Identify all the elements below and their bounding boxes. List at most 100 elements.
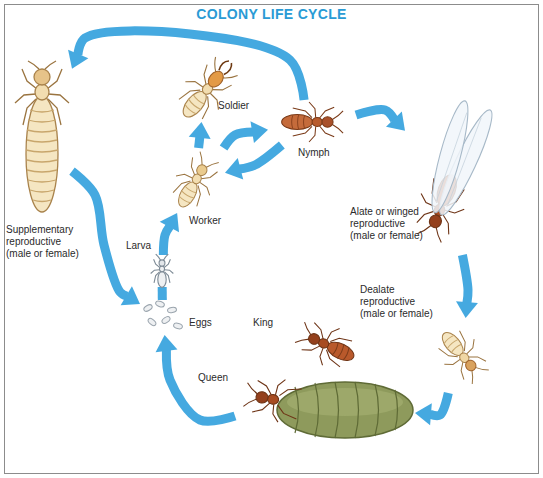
worker-figure [164,147,226,216]
nymph-figure-part [322,117,333,127]
arrow-shaft [72,171,127,296]
arrow-shaft [462,255,468,303]
alate-figure [407,97,500,247]
soldier-figure [168,48,246,130]
nymph-figure [282,102,343,142]
cycle-arrow [68,31,304,100]
queen-figure-part-part [267,394,280,405]
arrow-shaft [78,31,304,100]
arrow-shaft [224,132,254,148]
stage-label: Eggs [189,317,212,329]
eggs-figure-part [167,307,177,314]
arrow-head [250,121,268,143]
nymph-figure-part [292,115,305,130]
cycle-arrow [72,171,140,305]
frame [5,5,539,474]
stage-label: Dealate reproductive (male or female) [360,284,438,320]
dealate-figure [429,321,495,390]
eggs-figure-part [155,300,165,308]
worker-figure-part [195,163,209,177]
supplementary-reproductive-figure-part [26,110,58,202]
king-figure-part [299,318,354,372]
arrow-head [386,112,405,131]
soldier-figure-part [174,61,236,123]
worker-figure-part [168,155,222,209]
queen-figure-part [277,382,413,438]
larva-figure [151,254,174,287]
cycle-arrow [160,213,179,255]
stage-figure-node: Soldier [165,58,245,122]
stage-figure-node: Dealate reproductive (male or female) [425,318,500,393]
soldier-figure-part [184,94,205,115]
king-figure-part [325,339,357,365]
arrow-shaft [430,393,448,416]
eggs-figure-part [161,315,171,324]
arrow-head [456,301,478,318]
queen-figure-part [287,388,403,416]
queen-figure [242,373,413,438]
eggs-figure-part [173,322,183,329]
cycle-arrow [224,121,268,148]
stage-figure-node: King [280,322,375,368]
nymph-figure-part [312,118,322,127]
queen-figure-part-part [255,391,269,404]
cycle-arrow [415,393,448,425]
dealate-figure-part [434,327,490,383]
cycle-arrow [189,122,211,148]
supplementary-reproductive-figure-part [28,61,56,69]
queen-figure-part [242,373,303,425]
stage-label: Queen [198,372,228,384]
larva-figure-part [159,260,165,266]
arrow-head [121,286,140,305]
cycle-arrow [225,145,282,179]
stage-figure-node: Worker [165,148,225,213]
arrow-shaft [199,137,200,148]
arrow-head [156,335,178,352]
supplementary-reproductive-figure-part [34,69,50,85]
queen-figure-part-part [251,375,303,425]
stage-label: Alate or winged reproductive (male or fe… [350,206,428,242]
arrow-shaft [356,110,395,120]
stage-figure-node: Supplementary reproductive (male or fema… [12,60,72,220]
eggs-figure-part [147,317,157,327]
eggs-figure-part [143,303,153,312]
cycle-arrow [156,335,235,421]
eggs-figure [143,300,183,330]
larva-figure-part [158,271,166,287]
stage-label: Nymph [298,147,330,159]
arrow-head [189,122,211,139]
arrow-head [68,50,88,69]
alate-figure-part [425,98,475,215]
worker-figure-part [178,186,197,204]
stage-figure-node: Eggs [140,300,185,335]
arrow-shaft [158,287,167,300]
queen-figure-part [295,382,398,438]
nymph-figure-part [332,111,343,133]
stage-figure-node: Queen [235,372,415,440]
cycle-arrow [356,110,405,131]
king-figure-part [307,332,322,346]
king-figure [291,314,362,376]
arrow-head [225,158,243,179]
king-figure-part [332,342,350,361]
stage-figure-node: Nymph [268,100,356,145]
arrow-head [160,213,179,232]
stage-figure-node: Alate or winged reproductive (male or fe… [405,100,495,255]
arrow-head [415,403,432,425]
arrow-shaft [240,145,282,169]
cycle-arrow [162,287,163,300]
stage-figure-node: Larva [148,255,176,287]
stage-label: Worker [189,215,221,227]
supplementary-reproductive-figure [15,61,69,212]
supplementary-reproductive-figure-part [26,96,58,212]
nymph-figure-part [282,115,313,130]
arrow-shaft [163,226,170,255]
supplementary-reproductive-figure-part [35,84,49,100]
cycle-arrow [456,255,478,318]
stage-label: Supplementary reproductive (male or fema… [6,224,86,260]
larva-figure-part [159,266,164,272]
dealate-figure-part [463,358,478,373]
